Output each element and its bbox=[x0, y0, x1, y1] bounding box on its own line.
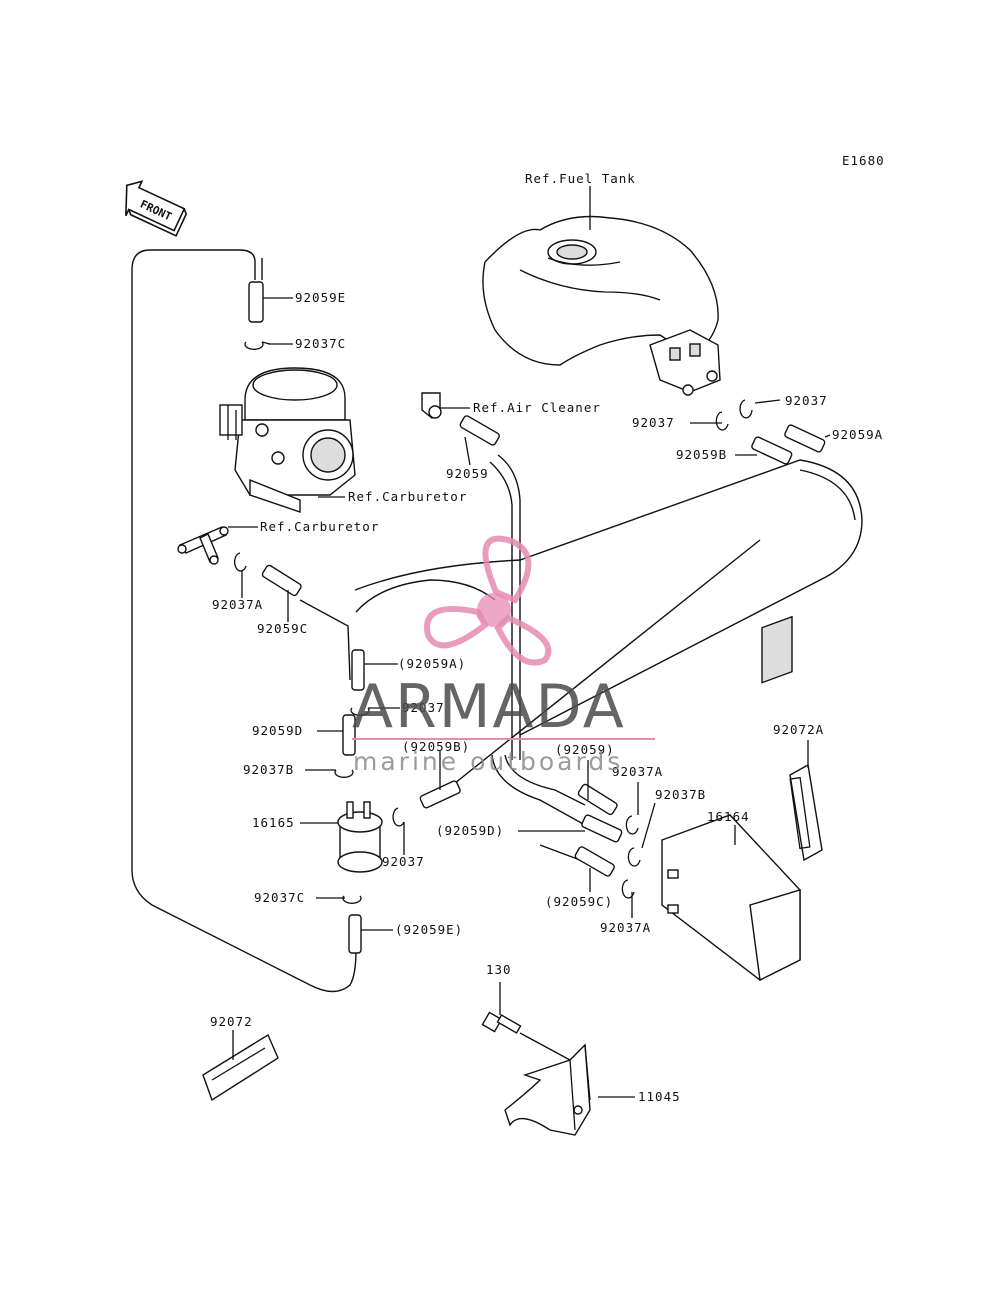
label-92037-filter: 92037 bbox=[382, 854, 425, 869]
label-92037A-right: 92037A bbox=[612, 764, 663, 779]
ref-air-cleaner-label: Ref.Air Cleaner bbox=[473, 400, 601, 415]
air-cleaner-elbow bbox=[421, 392, 442, 419]
ref-carburetor-label-1: Ref.Carburetor bbox=[348, 489, 467, 504]
label-92059C-left: 92059C bbox=[257, 621, 308, 636]
label-16165: 16165 bbox=[252, 815, 295, 830]
leader-lines bbox=[228, 186, 831, 1098]
label-92059D-paren: (92059D) bbox=[436, 823, 504, 838]
label-130: 130 bbox=[486, 962, 512, 977]
label-92072: 92072 bbox=[210, 1014, 253, 1029]
label-92059B-paren: (92059B) bbox=[402, 739, 470, 754]
label-92059-paren: (92059) bbox=[555, 742, 615, 757]
watermark-brand: ARMADA bbox=[352, 672, 626, 742]
ref-fuel-tank-label: Ref.Fuel Tank bbox=[525, 171, 636, 186]
bracket-11045 bbox=[504, 1043, 591, 1136]
label-92037C-bottom: 92037C bbox=[254, 890, 305, 905]
strap-92072 bbox=[202, 1033, 279, 1102]
ref-carburetor-label-2: Ref.Carburetor bbox=[260, 519, 379, 534]
diagram-code: E1680 bbox=[842, 153, 885, 168]
label-92037-mid: 92037 bbox=[402, 700, 445, 715]
strap-92072a bbox=[789, 763, 823, 862]
label-92059A-tank: 92059A bbox=[832, 427, 883, 442]
label-92037-tank1: 92037 bbox=[632, 415, 675, 430]
label-92059-air: 92059 bbox=[446, 466, 489, 481]
carburetor bbox=[219, 367, 356, 513]
label-92072A: 92072A bbox=[773, 722, 824, 737]
hose-pieces bbox=[248, 281, 826, 954]
label-92059E-paren: (92059E) bbox=[395, 922, 463, 937]
bolt-130 bbox=[481, 1011, 522, 1034]
label-92037-tank2: 92037 bbox=[785, 393, 828, 408]
label-11045: 11045 bbox=[638, 1089, 681, 1104]
hose-lines bbox=[131, 249, 863, 993]
watermark-tagline: marine outboards bbox=[353, 747, 623, 776]
label-92037B-left: 92037B bbox=[243, 762, 294, 777]
propeller-logo-icon bbox=[424, 535, 552, 666]
fuel-filter bbox=[337, 801, 383, 873]
label-92059A-paren: (92059A) bbox=[398, 656, 466, 671]
label-92059C-paren: (92059C) bbox=[545, 894, 613, 909]
fuel-tank bbox=[482, 215, 721, 396]
label-92059D-left: 92059D bbox=[252, 723, 303, 738]
label-92037A-bottom: 92037A bbox=[600, 920, 651, 935]
label-92037C-top: 92037C bbox=[295, 336, 346, 351]
part-labels: Ref.Fuel Tank 92059E 92037C Ref.Air Clea… bbox=[210, 171, 883, 1104]
label-16164: 16164 bbox=[707, 809, 750, 824]
label-92059E-top: 92059E bbox=[295, 290, 346, 305]
armada-watermark: ARMADA marine outboards bbox=[352, 535, 655, 776]
t-joint bbox=[177, 526, 229, 565]
front-arrow-icon: FRONT bbox=[125, 180, 188, 237]
canister bbox=[661, 615, 801, 982]
label-92037A-left: 92037A bbox=[212, 597, 263, 612]
label-92059B-tank: 92059B bbox=[676, 447, 727, 462]
label-92037B-right: 92037B bbox=[655, 787, 706, 802]
